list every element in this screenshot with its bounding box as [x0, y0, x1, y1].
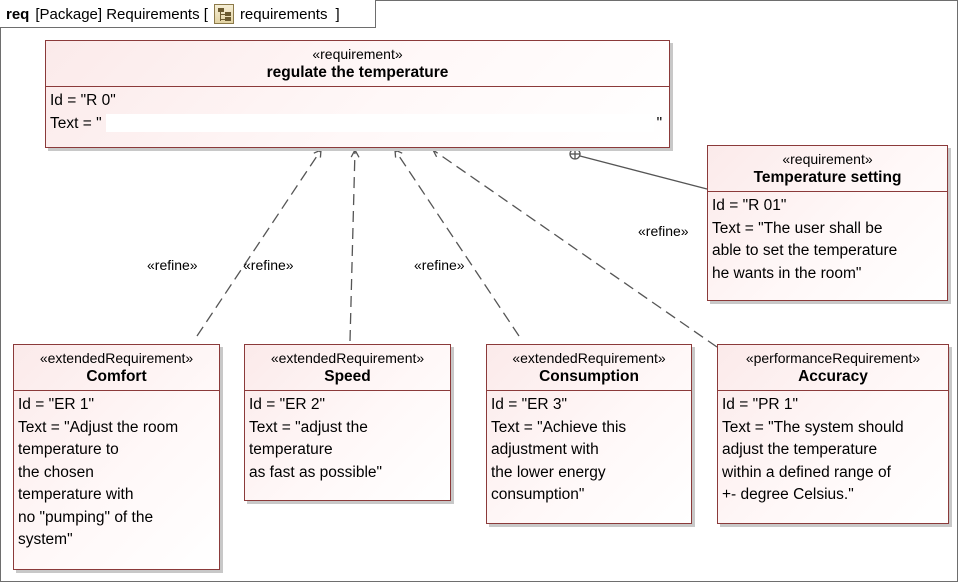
requirement-line: temperature with: [18, 486, 134, 503]
refine-label-speed: «refine»: [243, 257, 294, 273]
stereotype: «requirement»: [312, 46, 403, 62]
requirement-line: Id = "ER 2": [249, 396, 326, 413]
requirement-properties: Id = "ER 2" Text = "adjust the temperatu…: [245, 391, 450, 487]
requirement-name: Accuracy: [798, 368, 868, 385]
requirement-line: system": [18, 531, 73, 548]
requirement-line: within a defined range of: [722, 463, 891, 481]
requirement-header: «requirement» regulate the temperature: [46, 41, 669, 87]
requirement-header: «extendedRequirement» Comfort: [14, 345, 219, 391]
requirement-line: Text = "adjust the: [249, 418, 368, 436]
requirement-temperature-setting[interactable]: «requirement» Temperature setting Id = "…: [707, 145, 948, 301]
stereotype: «extendedRequirement»: [270, 350, 425, 366]
refine-line-accuracy[interactable]: [432, 149, 718, 348]
stereotype: «performanceRequirement»: [745, 350, 921, 366]
requirement-properties: Id = "R 0" Text = " ": [46, 87, 669, 138]
refine-label-consumption: «refine»: [414, 257, 465, 273]
requirement-speed[interactable]: «extendedRequirement» Speed Id = "ER 2" …: [244, 344, 451, 501]
requirement-name: Temperature setting: [753, 169, 902, 186]
requirement-name: Comfort: [86, 368, 147, 385]
refine-label-setting: «refine»: [638, 223, 689, 239]
requirement-line: temperature to: [18, 441, 119, 458]
diagram-kind: req: [6, 5, 30, 23]
requirement-properties: Id = "PR 1" Text = "The system should ad…: [718, 391, 948, 510]
requirement-text-open: Text = ": [50, 114, 102, 132]
requirement-name: Consumption: [539, 368, 639, 385]
requirement-line: consumption": [491, 486, 585, 503]
requirement-line: temperature: [249, 441, 333, 458]
requirement-line: Text = "The system should: [722, 418, 904, 436]
requirement-line: Text = "The user shall be: [712, 219, 883, 237]
stereotype: «extendedRequirement»: [39, 350, 194, 366]
requirement-header: «requirement» Temperature setting: [708, 146, 947, 192]
requirement-name: regulate the temperature: [266, 64, 449, 81]
requirement-header: «extendedRequirement» Consumption: [487, 345, 691, 391]
requirement-properties: Id = "ER 3" Text = "Achieve this adjustm…: [487, 391, 691, 510]
requirement-regulate-temperature[interactable]: «requirement» regulate the temperature I…: [45, 40, 670, 148]
requirement-line: Id = "PR 1": [722, 396, 799, 413]
arrowhead: [350, 148, 360, 158]
requirement-diagram-icon: [213, 4, 234, 24]
requirement-header: «performanceRequirement» Accuracy: [718, 345, 948, 391]
requirement-line: Text = "Adjust the room: [18, 418, 179, 436]
requirement-text-close: ": [656, 114, 663, 132]
requirement-line: no "pumping" of the: [18, 508, 154, 526]
requirement-text: Text = " ": [50, 113, 665, 136]
refine-label-comfort: «refine»: [147, 257, 198, 273]
requirement-id: Id = "R 0": [50, 92, 116, 109]
requirement-line: he wants in the room": [712, 264, 862, 282]
diagram-header: req [Package] Requirements [ requirement…: [6, 4, 340, 24]
redacted-text: [105, 114, 654, 133]
requirement-consumption[interactable]: «extendedRequirement» Consumption Id = "…: [486, 344, 692, 524]
containment-line[interactable]: [579, 155, 708, 190]
requirement-line: adjustment with: [491, 441, 599, 458]
requirement-accuracy[interactable]: «performanceRequirement» Accuracy Id = "…: [717, 344, 949, 524]
requirement-line: Id = "R 01": [712, 197, 787, 214]
requirement-line: as fast as possible": [249, 463, 383, 481]
requirement-line: the chosen: [18, 463, 94, 481]
diagram-header-tab: req [Package] Requirements [ requirement…: [0, 0, 376, 28]
requirement-line: Text = "Achieve this: [491, 418, 627, 436]
requirement-line: Id = "ER 3": [491, 396, 568, 413]
arrowhead: [394, 148, 403, 158]
requirement-properties: Id = "R 01" Text = "The user shall be ab…: [708, 192, 947, 288]
requirement-line: +- degree Celsius.": [722, 486, 854, 503]
diagram-scope-close: ]: [335, 5, 340, 23]
requirement-comfort[interactable]: «extendedRequirement» Comfort Id = "ER 1…: [13, 344, 220, 570]
stereotype: «requirement»: [782, 151, 873, 167]
diagram-name: requirements: [239, 5, 328, 23]
requirement-properties: Id = "ER 1" Text = "Adjust the room temp…: [14, 391, 219, 555]
refine-line-comfort[interactable]: [196, 149, 322, 337]
requirement-line: the lower energy: [491, 463, 606, 481]
requirement-line: adjust the temperature: [722, 441, 878, 458]
refine-line-speed[interactable]: [349, 149, 356, 342]
requirement-name: Speed: [324, 368, 371, 385]
stereotype: «extendedRequirement»: [512, 350, 666, 366]
refine-line-consumption[interactable]: [394, 149, 520, 337]
requirement-line: able to set the temperature: [712, 242, 898, 259]
arrowhead: [431, 149, 442, 158]
arrowhead: [313, 148, 322, 158]
requirement-header: «extendedRequirement» Speed: [245, 345, 450, 391]
requirement-line: Id = "ER 1": [18, 396, 95, 413]
diagram-scope: [Package] Requirements [: [35, 5, 208, 23]
